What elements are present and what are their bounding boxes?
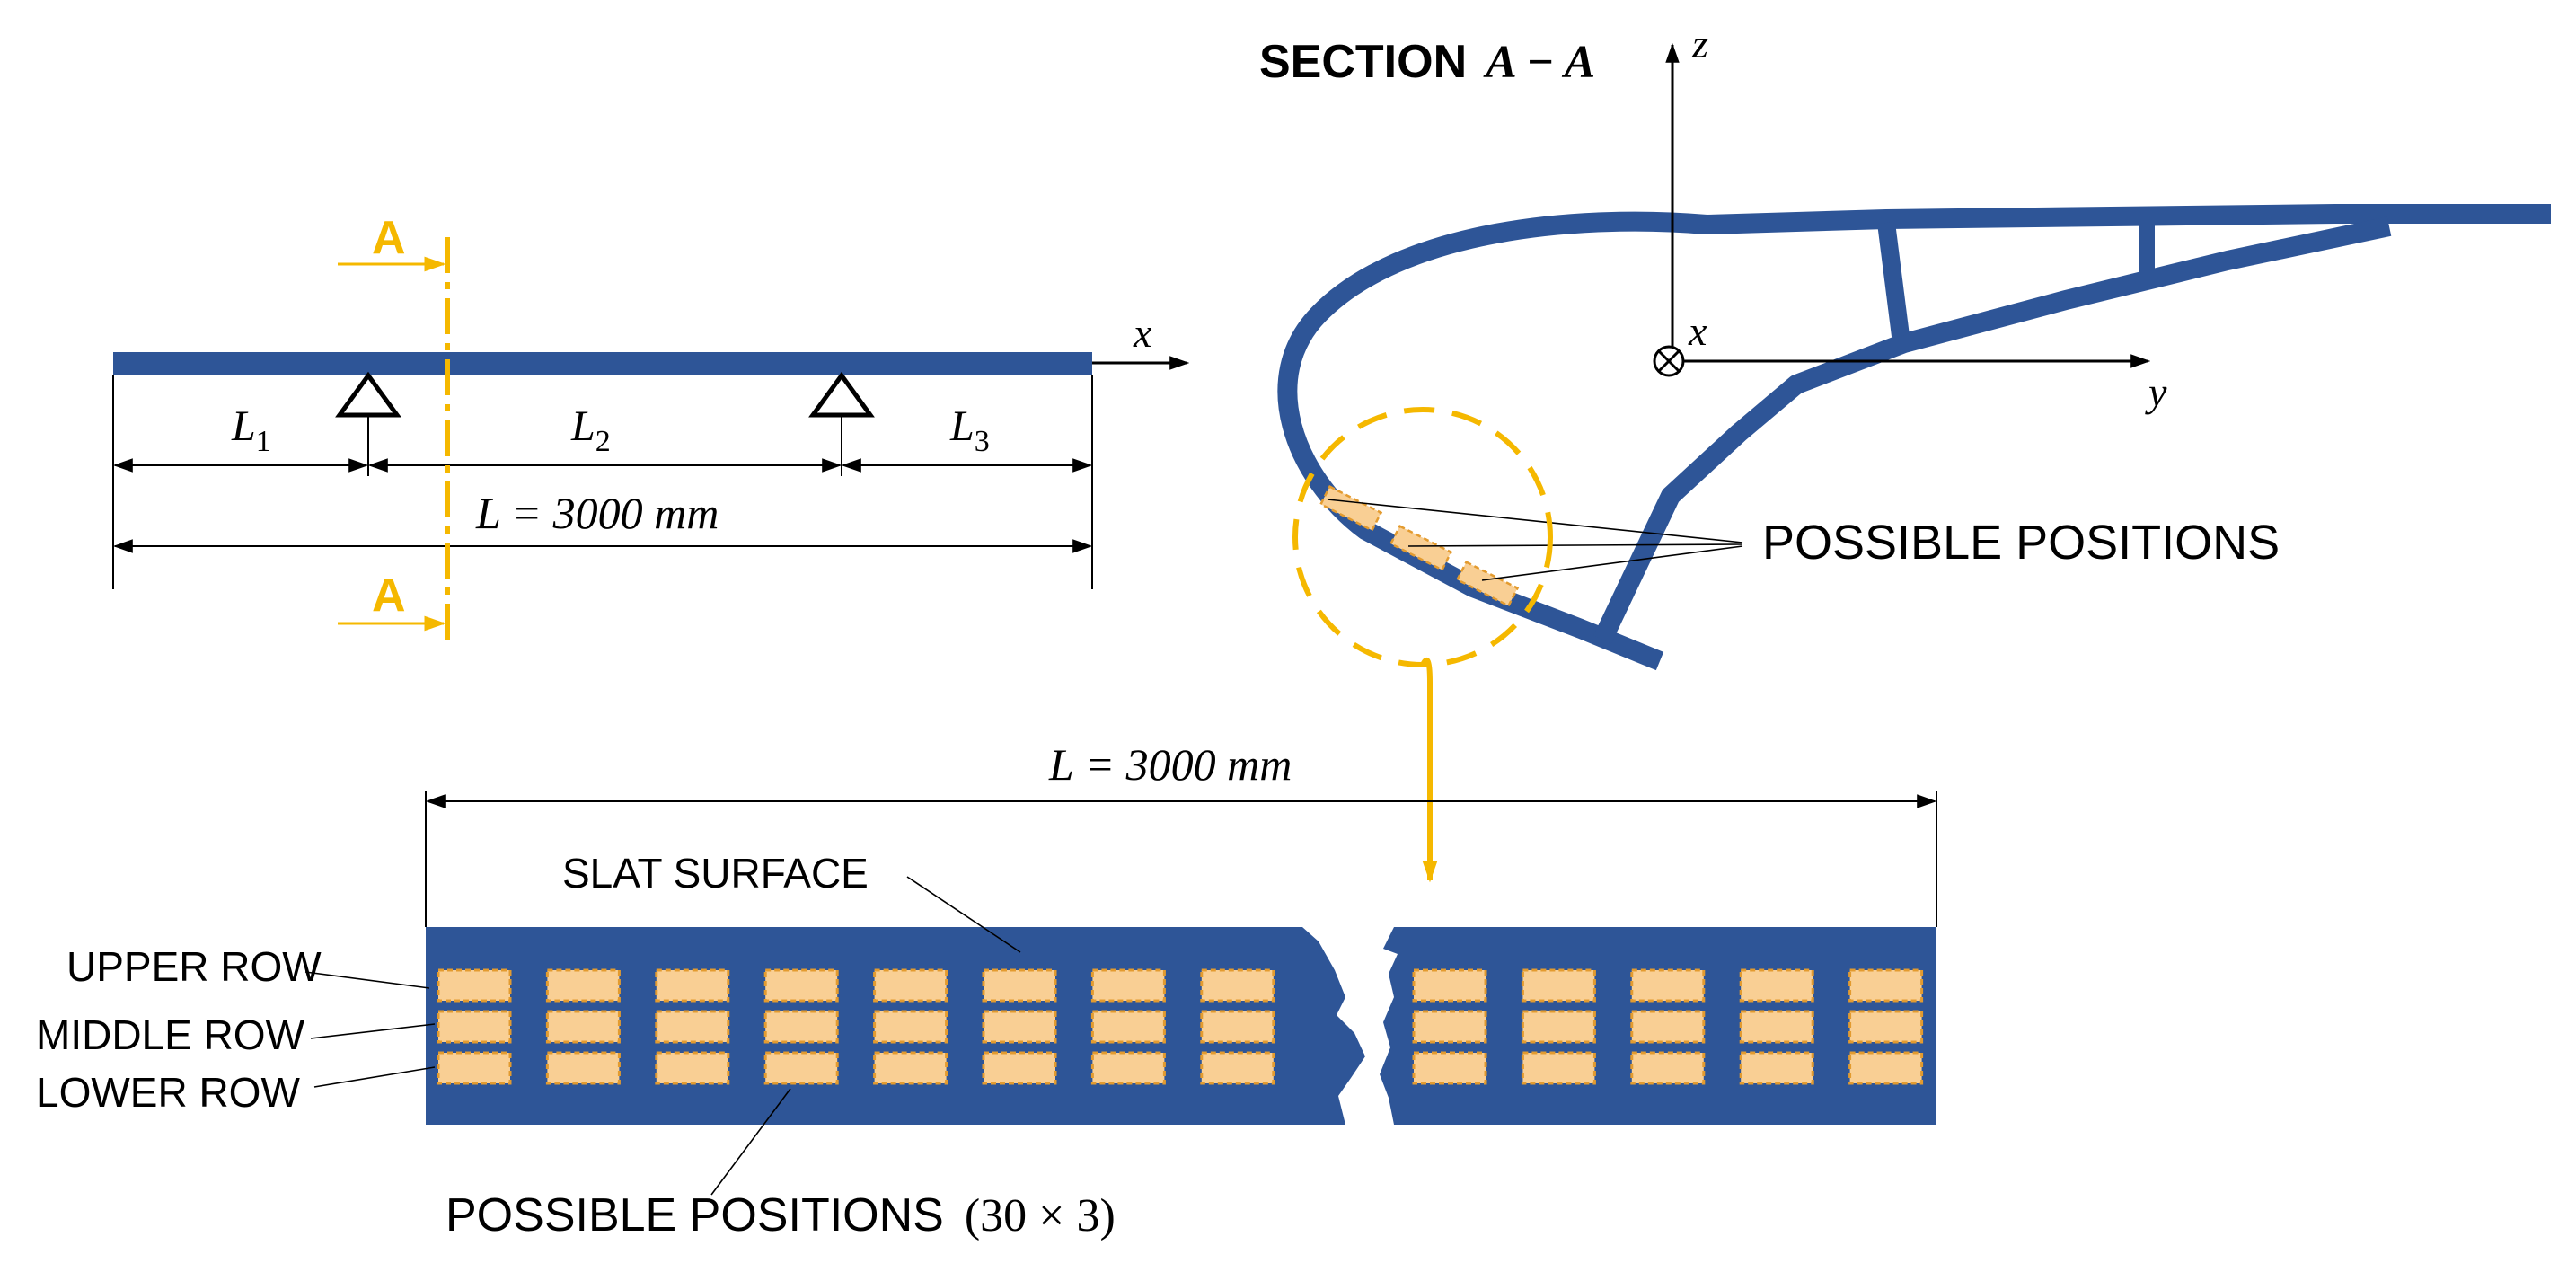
sensor-position (1200, 1051, 1275, 1085)
row-label-upper: UPPER ROW (66, 943, 322, 990)
section-sensor-position (1455, 560, 1520, 608)
slat-cross-section: SECTION A − A z y x POSSIBLE POSITIONS (1259, 21, 2551, 883)
sensor-position (1090, 968, 1166, 1003)
support-right (808, 371, 875, 476)
strip-sensor-grid (437, 968, 1924, 1085)
sensor-position (1848, 968, 1924, 1003)
sensor-position (655, 968, 730, 1003)
sensor-position (545, 1051, 621, 1085)
section-sensor-position (1319, 484, 1383, 533)
slat-rib-1 (1877, 221, 1910, 338)
section-y-label: y (2145, 369, 2167, 415)
sensor-position (1630, 968, 1706, 1003)
sensor-position (437, 1051, 512, 1085)
sensor-position (545, 1010, 621, 1044)
slat-outer-skin (1277, 204, 2551, 671)
support-triangle-icon (335, 371, 401, 418)
sensor-position (1521, 968, 1596, 1003)
section-positions-label: POSSIBLE POSITIONS (1762, 516, 2280, 570)
sensor-position (1739, 1010, 1814, 1044)
slat-surface-label: SLAT SURFACE (562, 850, 869, 897)
row-label-middle: MIDDLE ROW (36, 1011, 305, 1058)
sensor-position (1848, 1010, 1924, 1044)
sensor-position (982, 968, 1057, 1003)
section-sensor-position (1389, 524, 1453, 572)
slat-inner-skin (1593, 216, 2392, 644)
section-x-label: x (1688, 308, 1707, 354)
sensor-position (437, 1010, 512, 1044)
beam-bar (113, 352, 1092, 375)
sensor-position (1090, 1010, 1166, 1044)
sensor-position (982, 1010, 1057, 1044)
sensor-position (655, 1010, 730, 1044)
sensor-position (1090, 1051, 1166, 1085)
sensor-position (1739, 968, 1814, 1003)
sensor-position (1412, 1010, 1487, 1044)
sensor-position (763, 1010, 839, 1044)
sensor-position (1200, 968, 1275, 1003)
beam-x-axis-label: x (1133, 310, 1152, 356)
span-label-l2: L2 (570, 402, 611, 458)
section-z-label: z (1691, 21, 1708, 66)
support-left (335, 371, 401, 476)
section-sensor-positions (1319, 484, 1520, 608)
sensor-position (1630, 1051, 1706, 1085)
sensor-position (873, 1010, 948, 1044)
sensor-position (1412, 968, 1487, 1003)
sensor-position (1412, 1051, 1487, 1085)
span-label-l1: L1 (231, 402, 271, 458)
strip-length-label: L = 3000 mm (1048, 739, 1292, 790)
x-axis-into-page-icon (1653, 345, 1685, 377)
sensor-position (1848, 1051, 1924, 1085)
beam-length-label: L = 3000 mm (475, 488, 719, 538)
section-mark-top: A (372, 212, 406, 264)
zoom-arrow (1420, 657, 1438, 883)
section-title: SECTION A − A (1259, 36, 1595, 88)
support-triangle-icon (808, 371, 875, 418)
row-label-lower: LOWER ROW (36, 1069, 300, 1116)
sensor-position (1521, 1010, 1596, 1044)
sensor-position (437, 968, 512, 1003)
span-label-l3: L3 (949, 402, 990, 458)
sensor-position (763, 1051, 839, 1085)
section-mark-bottom: A (372, 570, 406, 622)
sensor-position (655, 1051, 730, 1085)
sensor-position (545, 968, 621, 1003)
slat-surface-strip: L = 3000 mm SLAT SURFACE UPPER ROW MIDDL… (36, 739, 1937, 1241)
sensor-position (1521, 1051, 1596, 1085)
sensor-position (1739, 1051, 1814, 1085)
beam-elevation: x L1 L2 L3 L = 3000 mm A A (112, 212, 1190, 643)
sensor-position (1200, 1010, 1275, 1044)
zoom-circle (1292, 407, 1553, 667)
sensor-position (873, 968, 948, 1003)
sensor-position (1630, 1010, 1706, 1044)
sensor-position (873, 1051, 948, 1085)
sensor-position (982, 1051, 1057, 1085)
sensor-position (763, 968, 839, 1003)
strip-positions-label: POSSIBLE POSITIONS (30 × 3) (446, 1189, 1116, 1241)
